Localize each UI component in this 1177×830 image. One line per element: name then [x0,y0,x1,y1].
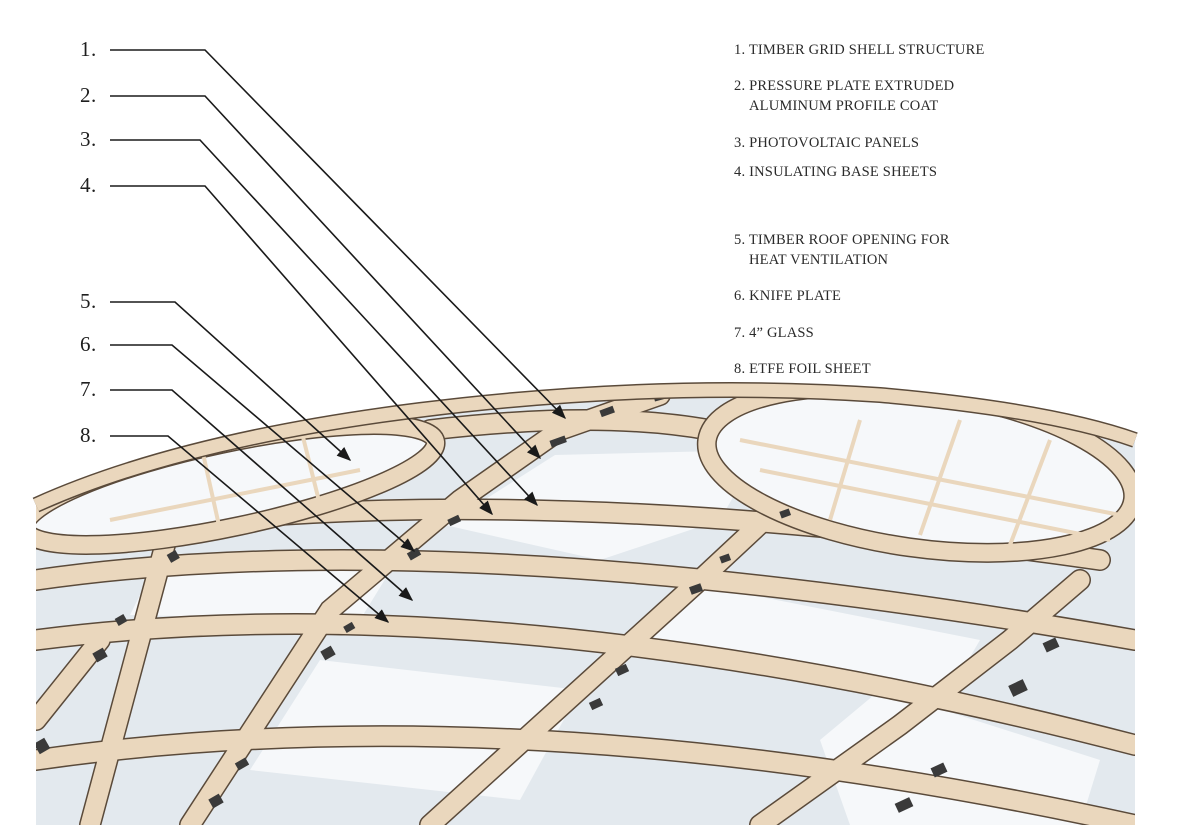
legend-text: 3. PHOTOVOLTAIC PANELS [734,135,920,151]
knife-plate-bracket [92,647,108,663]
knife-plate-bracket [36,737,51,755]
knife-plate-bracket [549,435,567,448]
legend-text-continued: ALUMINUM PROFILE COAT [749,98,939,114]
callout-1: 1. [80,37,97,61]
legend-entry-4: 4. INSULATING BASE SHEETS [734,162,937,182]
knife-plate-bracket [447,514,462,527]
knife-plate-bracket [894,797,914,813]
knife-plate-bracket [719,553,732,564]
callout-2: 2. [80,83,97,107]
opening-mullion [739,438,1121,517]
legend-text: 1. TIMBER GRID SHELL STRUCTURE [734,42,985,58]
callout-6: 6. [80,332,97,356]
legend-entry-8: 8. ETFE FOIL SHEET [734,359,871,379]
legend-entry-3: 3. PHOTOVOLTAIC PANELS [734,133,919,153]
knife-plate-bracket [688,583,704,595]
leader-line-2 [110,95,541,460]
legend-text: 6. KNIFE PLATE [734,288,842,304]
opening-mullion [298,424,322,506]
knife-plate-bracket [1008,679,1028,697]
knife-plate-bracket [1042,637,1060,653]
legend-text: 4. INSULATING BASE SHEETS [734,164,938,180]
leader-line-6 [110,344,416,552]
leader-line-4 [110,185,493,516]
callout-7: 7. [80,377,97,401]
legend-text: 7. 4” GLASS [734,325,814,341]
knife-plate-bracket [234,757,250,771]
knife-plate-bracket [406,547,422,561]
callout-4: 4. [80,173,97,197]
opening-mullion [828,419,862,521]
legend-entry-2: 2. PRESSURE PLATE EXTRUDED ALUMINUM PROF… [734,76,954,116]
callout-5: 5. [80,289,97,313]
knife-plate-bracket [343,621,356,633]
legend-entry-6: 6. KNIFE PLATE [734,286,841,306]
panel-light [640,585,980,700]
knife-plate-bracket [614,663,630,677]
knife-plate-bracket [320,645,336,661]
callout-8: 8. [80,423,97,447]
leader-line-8 [110,435,390,623]
leader-line-3 [110,139,538,507]
legend-entry-7: 7. 4” GLASS [734,323,814,343]
leader-line-1 [110,49,567,420]
knife-plate-bracket [166,550,180,563]
legend-text: 8. ETFE FOIL SHEET [734,361,871,377]
knife-plate-bracket [588,697,604,711]
legend-text: 2. PRESSURE PLATE EXTRUDED [734,78,955,94]
knife-plate-bracket [779,508,792,519]
opening-mullion [1008,439,1052,546]
legend-entry-1: 1. TIMBER GRID SHELL STRUCTURE [734,40,985,60]
leader-line-5 [110,301,352,461]
leader-line-7 [110,389,414,601]
opening-mullion [918,419,962,536]
legend-text: 5. TIMBER ROOF OPENING FOR [734,232,950,248]
knife-plate-bracket [930,762,948,778]
legend-entry-5: 5. TIMBER ROOF OPENING FOR HEAT VENTILAT… [734,230,950,270]
opening-mullion [109,468,361,522]
knife-plate-bracket [208,793,224,809]
legend-text-continued: HEAT VENTILATION [749,252,889,268]
opening-mullion [759,468,1111,542]
knife-plate-bracket [599,405,615,418]
knife-plate-bracket [114,614,128,626]
callout-3: 3. [80,127,97,151]
